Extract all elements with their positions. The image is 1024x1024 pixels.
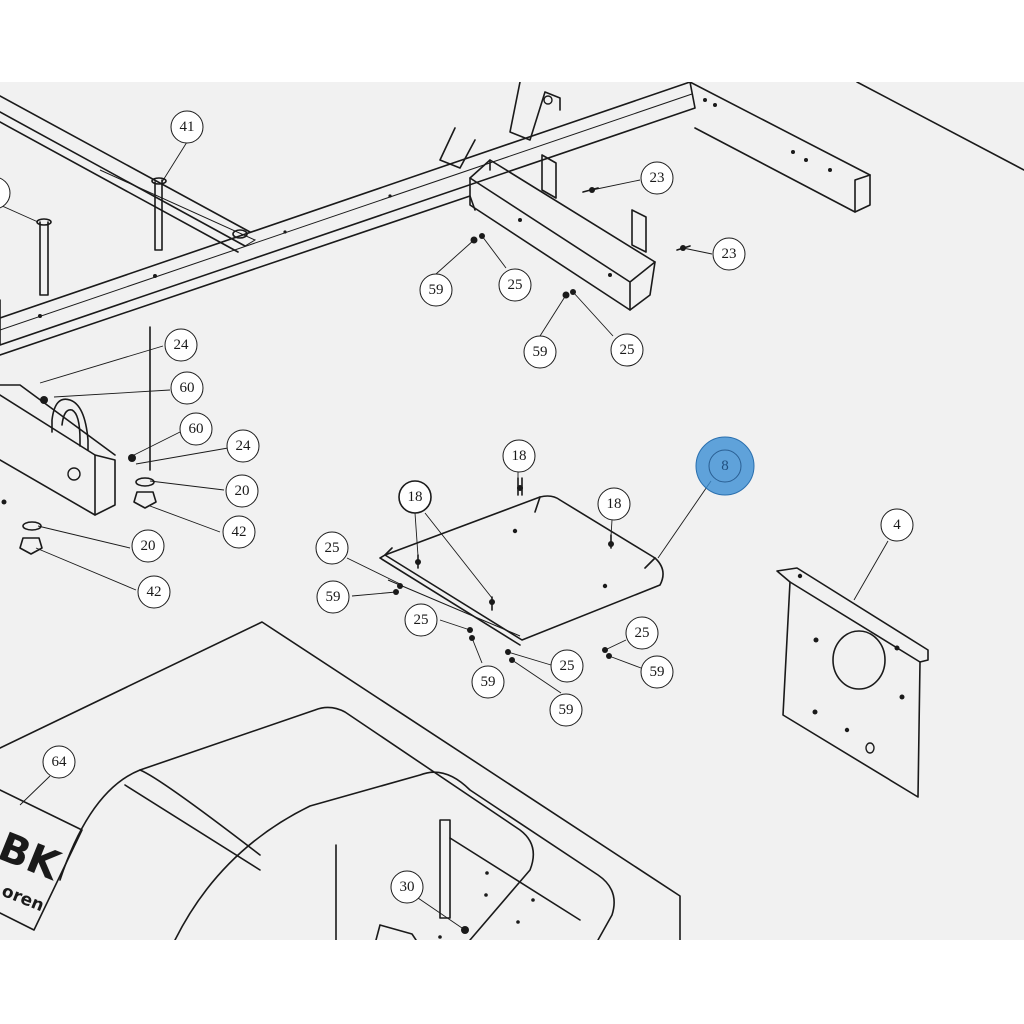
upper-rail bbox=[0, 95, 257, 253]
callout-42-left[interactable]: 42 bbox=[137, 575, 171, 609]
svg-text:41: 41 bbox=[180, 119, 195, 135]
svg-text:59: 59 bbox=[650, 664, 665, 680]
svg-text:24: 24 bbox=[174, 337, 190, 353]
svg-text:20: 20 bbox=[141, 538, 156, 554]
svg-text:20: 20 bbox=[235, 483, 250, 499]
svg-text:64: 64 bbox=[52, 754, 68, 770]
cross-tube bbox=[469, 154, 656, 311]
callout-41[interactable]: 41 bbox=[170, 110, 204, 144]
washers-nuts-left bbox=[1, 477, 157, 555]
callout-18-top[interactable]: 18 bbox=[502, 439, 536, 473]
svg-text:59: 59 bbox=[481, 674, 496, 690]
bolt-left bbox=[36, 218, 52, 296]
svg-text:25: 25 bbox=[508, 277, 523, 293]
callout-23-upper[interactable]: 23 bbox=[640, 161, 674, 195]
callout-18-left[interactable]: 18 bbox=[398, 480, 432, 514]
callout-25-tube-left[interactable]: 25 bbox=[498, 268, 532, 302]
svg-text:23: 23 bbox=[722, 246, 737, 262]
svg-text:18: 18 bbox=[607, 496, 622, 512]
mount-plate-4 bbox=[776, 567, 929, 798]
bolt-41 bbox=[151, 177, 167, 251]
callout-24-upper[interactable]: 24 bbox=[164, 328, 198, 362]
svg-text:18: 18 bbox=[512, 448, 527, 464]
callout-60-upper[interactable]: 60 bbox=[170, 371, 204, 405]
callout-59-tube-right[interactable]: 59 bbox=[523, 335, 557, 369]
tow-hitch bbox=[0, 326, 151, 516]
callout-25-plate-left[interactable]: 25 bbox=[315, 531, 349, 565]
lower-cover bbox=[0, 621, 681, 940]
svg-text:8: 8 bbox=[721, 458, 729, 474]
svg-text:18: 18 bbox=[408, 489, 423, 505]
svg-text:60: 60 bbox=[180, 380, 195, 396]
callout-59-plate-mid[interactable]: 59 bbox=[471, 665, 505, 699]
svg-text:25: 25 bbox=[620, 342, 635, 358]
callout-59-plate-bottom[interactable]: 59 bbox=[549, 693, 583, 727]
svg-text:25: 25 bbox=[635, 625, 650, 641]
leader-lines bbox=[0, 141, 889, 929]
callout-bubbles: 41 23 23 59 25 59 25 24 60 60 24 20 42 2… bbox=[0, 110, 914, 904]
callout-25-tube-right[interactable]: 25 bbox=[610, 333, 644, 367]
main-frame-beam bbox=[0, 82, 696, 356]
svg-text:25: 25 bbox=[414, 612, 429, 628]
svg-text:59: 59 bbox=[429, 282, 444, 298]
svg-text:59: 59 bbox=[326, 589, 341, 605]
svg-text:25: 25 bbox=[560, 658, 575, 674]
rail-nut bbox=[232, 229, 248, 239]
top-bracket bbox=[439, 82, 561, 169]
callout-18-right[interactable]: 18 bbox=[597, 487, 631, 521]
callout-23-lower[interactable]: 23 bbox=[712, 237, 746, 271]
svg-text:25: 25 bbox=[325, 540, 340, 556]
svg-text:42: 42 bbox=[147, 584, 162, 600]
callout-25-plate-bottom[interactable]: 25 bbox=[550, 649, 584, 683]
callout-60-lower[interactable]: 60 bbox=[179, 412, 213, 446]
callout-8-highlighted[interactable]: 8 bbox=[695, 436, 755, 496]
callout-64[interactable]: 64 bbox=[42, 745, 76, 779]
callout-20-left[interactable]: 20 bbox=[131, 529, 165, 563]
callout-4[interactable]: 4 bbox=[880, 508, 914, 542]
callout-30[interactable]: 30 bbox=[390, 870, 424, 904]
svg-text:30: 30 bbox=[400, 879, 415, 895]
logo-text-sub: oren bbox=[0, 881, 47, 916]
right-side-member bbox=[689, 82, 1024, 213]
logo-decal: BK oren bbox=[0, 789, 83, 931]
svg-text:60: 60 bbox=[189, 421, 204, 437]
svg-text:59: 59 bbox=[533, 344, 548, 360]
svg-text:42: 42 bbox=[232, 524, 247, 540]
callout-59-plate-left[interactable]: 59 bbox=[316, 580, 350, 614]
svg-text:4: 4 bbox=[893, 517, 901, 533]
callout-24-lower[interactable]: 24 bbox=[226, 429, 260, 463]
exploded-parts-diagram: BK oren 41 23 bbox=[0, 82, 1024, 940]
callout-25-plate-right[interactable]: 25 bbox=[625, 616, 659, 650]
callout-clipped-left bbox=[0, 177, 11, 209]
callout-20-right[interactable]: 20 bbox=[225, 474, 259, 508]
svg-text:24: 24 bbox=[236, 438, 252, 454]
skid-plate bbox=[379, 477, 664, 663]
callout-42-right[interactable]: 42 bbox=[222, 515, 256, 549]
svg-text:59: 59 bbox=[559, 702, 574, 718]
callout-25-plate-mid[interactable]: 25 bbox=[404, 603, 438, 637]
callout-59-tube-left[interactable]: 59 bbox=[419, 273, 453, 307]
svg-text:23: 23 bbox=[650, 170, 665, 186]
diagram-drawing: BK oren 41 23 bbox=[0, 82, 1024, 940]
callout-59-plate-right[interactable]: 59 bbox=[640, 655, 674, 689]
